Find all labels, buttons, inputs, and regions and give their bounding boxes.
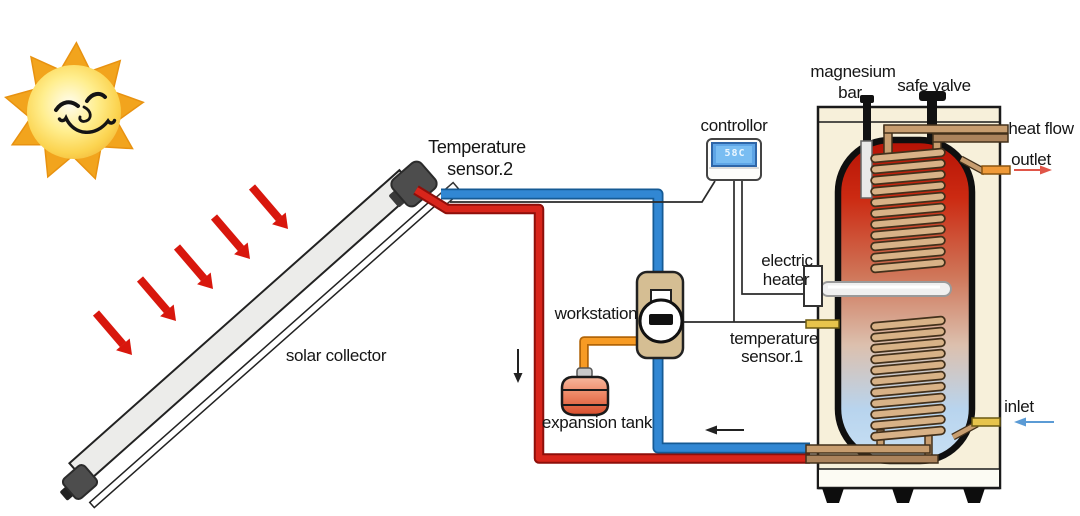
tank-foot: [892, 488, 914, 503]
label-magnesium-bar-line1: magnesium: [810, 62, 896, 81]
flow-direction-arrow-down-icon: [513, 349, 523, 383]
lower-coil: [805, 321, 941, 464]
temperature-sensor1-probe: [805, 319, 840, 329]
storage-tank: [803, 91, 1054, 503]
label-temperature-sensor2-line2: sensor.2: [447, 159, 513, 179]
label-magnesium-bar-line2: bar: [838, 83, 862, 102]
inlet-port: [951, 417, 1001, 441]
inlet-flow-arrow-icon: [1014, 417, 1054, 427]
upper-coil: [875, 124, 1009, 269]
label-expansion-tank: expansion tank: [541, 413, 653, 432]
expansion-pipe: [579, 336, 637, 371]
label-safe-valve: safe valve: [897, 76, 971, 95]
heat-flow-pipe: [883, 124, 1009, 134]
workstation-device: [635, 270, 685, 360]
label-electric-heater-line1: electric: [761, 251, 813, 270]
safe-valve-stem: [919, 91, 946, 142]
label-controller: controllor: [700, 116, 768, 135]
outlet-port: [959, 155, 1011, 176]
sun-icon: [4, 41, 145, 181]
label-solar-collector: solar collector: [285, 346, 387, 365]
outlet-flow-arrow-icon: [1014, 165, 1052, 175]
label-electric-heater-line2: heater: [762, 270, 810, 289]
electric-heater-element: [803, 265, 952, 307]
label-outlet: outlet: [1011, 150, 1051, 169]
collector-bottom-cap: [60, 464, 99, 501]
controller-display-value: 58C: [724, 148, 746, 159]
sun-face: [54, 91, 117, 134]
magnesium-bar-rod: [860, 95, 874, 199]
flow-direction-arrow-left-icon: [705, 425, 744, 435]
label-heat-flow: heat flow: [1008, 119, 1074, 138]
label-temperature-sensor2-line1: Temperature: [428, 137, 526, 157]
label-temperature-sensor1-line1: temperature: [729, 329, 819, 348]
label-temperature-sensor1-line2: sensor.1: [741, 347, 803, 366]
tank-foot: [963, 488, 985, 503]
expansion-tank-device: [560, 367, 610, 417]
tank-foot: [822, 488, 844, 503]
controller-wires: [450, 180, 861, 325]
label-workstation: workstation: [554, 304, 638, 323]
controller-device: [706, 138, 762, 181]
heat-flow-pipe: [932, 133, 1009, 143]
label-inlet: inlet: [1004, 397, 1034, 416]
hot-pipe: [413, 185, 810, 464]
